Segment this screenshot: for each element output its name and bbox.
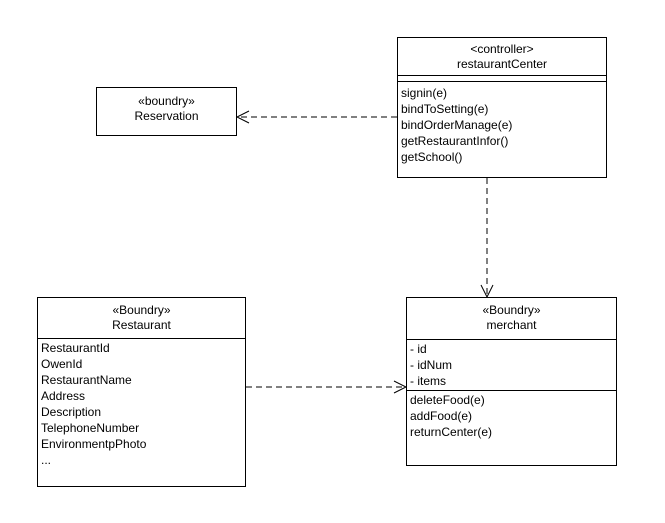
attribute: - idNum xyxy=(410,358,453,372)
reservation-class[interactable]: «boundry» Reservation xyxy=(96,87,237,136)
operation: addFood(e) xyxy=(410,409,473,423)
arrowhead-reservation xyxy=(235,110,250,124)
attribute: RestaurantId xyxy=(41,341,110,355)
attribute: EnvironmentpPhoto xyxy=(41,437,147,451)
attribute: OwenId xyxy=(41,357,83,371)
merchant-attributes: - id - idNum - items xyxy=(407,339,616,390)
attribute: ... xyxy=(41,453,52,467)
restaurant-center-name: restaurantCenter xyxy=(456,57,548,71)
restaurant-center-class[interactable]: <controller> restaurantCenter signin(e) … xyxy=(397,37,607,178)
merchant-class[interactable]: «Boundry» merchant - id - idNum - items … xyxy=(406,297,617,466)
operation: bindToSetting(e) xyxy=(401,102,489,116)
restaurant-center-attributes xyxy=(398,75,606,81)
merchant-stereotype: «Boundry» xyxy=(482,303,541,317)
restaurant-name: Restaurant xyxy=(112,318,171,332)
operation: getRestaurantInfor() xyxy=(401,134,509,148)
restaurant-stereotype: «Boundry» xyxy=(112,303,171,317)
merchant-operations: deleteFood(e) addFood(e) returnCenter(e) xyxy=(407,390,616,440)
restaurant-center-stereotype: <controller> xyxy=(470,42,534,56)
operation: deleteFood(e) xyxy=(410,393,485,407)
attribute: RestaurantName xyxy=(41,373,132,387)
attribute: Description xyxy=(41,405,102,419)
restaurant-class[interactable]: «Boundry» Restaurant RestaurantId OwenId… xyxy=(37,297,246,487)
operation: signin(e) xyxy=(401,86,448,100)
merchant-name: merchant xyxy=(486,318,537,332)
operation: bindOrderManage(e) xyxy=(401,118,513,132)
restaurant-center-operations: signin(e) bindToSetting(e) bindOrderMana… xyxy=(398,81,606,165)
reservation-stereotype: «boundry» xyxy=(138,94,195,108)
attribute: TelephoneNumber xyxy=(41,421,140,435)
restaurant-attributes: RestaurantId OwenId RestaurantName Addre… xyxy=(38,338,245,468)
attribute: Address xyxy=(41,389,86,403)
operation: returnCenter(e) xyxy=(410,425,493,439)
attribute: - id xyxy=(410,342,427,356)
attribute: - items xyxy=(410,374,446,388)
reservation-name: Reservation xyxy=(134,109,199,123)
operation: getSchool() xyxy=(401,150,463,164)
